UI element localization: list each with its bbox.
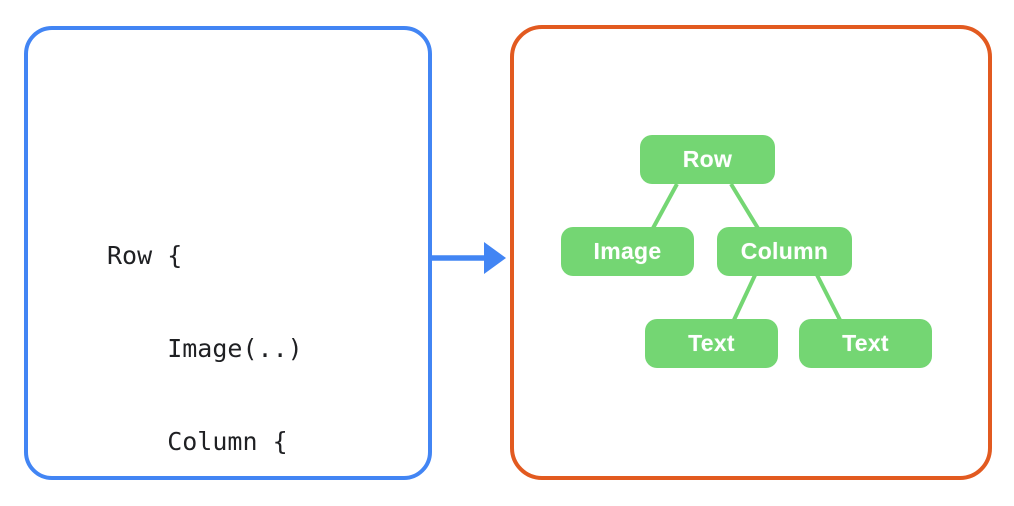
tree-node-text-left: Text	[645, 319, 778, 368]
tree-node-column: Column	[717, 227, 852, 276]
tree-node-image: Image	[561, 227, 694, 276]
code-panel: Row { Image(..) Column { Text(..) Text(.…	[24, 26, 432, 480]
tree-node-row: Row	[640, 135, 775, 184]
code-line: Row {	[107, 241, 183, 270]
code-line: Image(..)	[107, 334, 303, 363]
tree-node-text-right: Text	[799, 319, 932, 368]
code-line: Column {	[107, 427, 288, 456]
arrow-right-icon	[432, 242, 506, 274]
code-block: Row { Image(..) Column { Text(..) Text(.…	[107, 178, 348, 506]
